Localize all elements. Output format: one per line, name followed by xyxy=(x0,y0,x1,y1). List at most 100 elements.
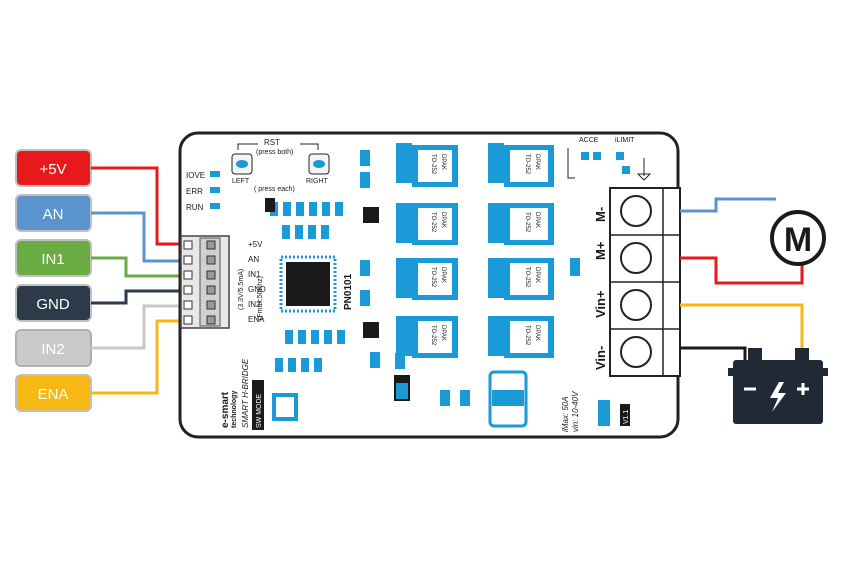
mosfet-marking: TO-252 xyxy=(524,212,530,233)
mosfet-marking: DPAK xyxy=(534,325,540,341)
mosfet: TO-252 DPAK xyxy=(396,258,458,300)
mcu-chip: PN0101 xyxy=(279,255,354,313)
wire-motor-positive xyxy=(680,256,804,285)
terminal-block xyxy=(609,187,681,377)
motor: M xyxy=(770,210,826,266)
wire-an xyxy=(91,211,190,263)
mosfet-marking: TO-252 xyxy=(524,154,530,175)
ilimit-label: iLIMIT xyxy=(615,137,635,144)
mosfet-marking: TO-252 xyxy=(524,267,530,288)
terminal-screw xyxy=(620,289,652,321)
led-label-err: ERR xyxy=(186,187,203,196)
wire-ena xyxy=(91,319,190,395)
rst-instruction: (press both) xyxy=(256,149,293,156)
pin-label-ena: ENA xyxy=(38,386,69,403)
ic-packages xyxy=(265,198,528,428)
battery-icon xyxy=(728,348,828,424)
signal-wires xyxy=(91,166,190,395)
pwm-frequency-note: (Fmax:50Khz) xyxy=(257,276,264,320)
pin-box-in1: IN1 xyxy=(15,239,92,277)
terminal-screw xyxy=(620,336,652,368)
acce-label: ACCE xyxy=(579,137,599,144)
mosfet-marking: DPAK xyxy=(440,325,446,341)
motor-label: M xyxy=(784,221,812,259)
mosfet: TO-252 DPAK xyxy=(396,143,458,187)
mosfet: TO-252 DPAK xyxy=(488,203,554,245)
wire-gnd xyxy=(91,289,190,305)
wire-motor-negative xyxy=(680,197,776,213)
led-run xyxy=(210,203,220,209)
left-button-label: LEFT xyxy=(232,178,250,185)
wire-5v xyxy=(91,166,190,246)
header-label-ena: ENA xyxy=(248,315,265,324)
press-each-label: ( press each) xyxy=(254,186,295,193)
pcb-board: +5V AN IN1 GND IN2 ENA (3.3V/5.5mA) (Fma… xyxy=(178,131,681,439)
pin-box-in2: IN2 xyxy=(15,329,92,367)
mosfet: TO-252 DPAK xyxy=(488,316,554,358)
terminal-labels: M- M+ Vin+ Vin- xyxy=(570,207,608,370)
mosfet-marking: DPAK xyxy=(440,267,446,283)
terminal-screw xyxy=(620,195,652,227)
brand-line-1: e-smart xyxy=(220,391,231,428)
smd-components xyxy=(270,150,470,406)
board-branding: e-smart technology SMART H-BRIDGE SW MOD… xyxy=(220,358,298,430)
header-pin-labels: +5V AN IN1 GND IN2 ENA (3.3V/5.5mA) (Fma… xyxy=(238,240,266,324)
led-iove xyxy=(210,171,220,177)
header-label-an: AN xyxy=(248,255,259,264)
button-area: RST (press both) LEFT RIGHT ( press each… xyxy=(231,138,330,193)
lightning-icon xyxy=(770,382,786,412)
pin-label-5v: +5V xyxy=(39,161,66,178)
spec-max-current: iMax: 50A xyxy=(561,396,570,432)
header-label-in2: IN2 xyxy=(248,300,261,309)
pin-label-in1: IN1 xyxy=(41,251,64,268)
pin-label-group: +5V AN IN1 GND IN2 ENA xyxy=(15,149,92,412)
wire-battery-negative xyxy=(680,346,747,360)
an-voltage-note: (3.3V/5.5mA) xyxy=(238,269,245,310)
wire-in2 xyxy=(91,304,190,350)
header-label-5v: +5V xyxy=(248,240,263,249)
right-button-cap xyxy=(313,160,325,168)
pin-box-an: AN xyxy=(15,194,92,232)
power-wires xyxy=(680,197,804,360)
mosfet-array: TO-252 DPAK TO-252 DPAK TO-252 DPAK xyxy=(396,143,554,358)
header-label-in1: IN1 xyxy=(248,270,261,279)
pin-box-5v: +5V xyxy=(15,149,92,187)
pin-box-gnd: GND xyxy=(15,284,92,322)
mosfet-marking: TO-252 xyxy=(430,325,436,346)
product-name: SMART H-BRIDGE xyxy=(241,358,250,428)
pin-label-an: AN xyxy=(43,206,64,223)
left-button-cap xyxy=(236,160,248,168)
header-connector xyxy=(180,235,230,329)
mosfet-marking: TO-252 xyxy=(524,325,530,346)
wire-in1 xyxy=(91,256,190,278)
mosfet: TO-252 DPAK xyxy=(396,203,458,245)
wire-battery-positive xyxy=(680,303,804,360)
mcu-marking: PN0101 xyxy=(343,273,354,310)
version-label: V1.1 xyxy=(623,409,630,424)
header-label-gnd: GND xyxy=(248,285,266,294)
spec-voltage-range: vin: 10-40V xyxy=(571,391,580,432)
mosfet-marking: TO-252 xyxy=(430,267,436,288)
mosfet-marking: DPAK xyxy=(534,212,540,228)
right-button-label: RIGHT xyxy=(306,178,329,185)
led-label-run: RUN xyxy=(186,203,204,212)
mosfet-marking: DPAK xyxy=(534,154,540,170)
brand-line-2: technology xyxy=(231,391,238,428)
mosfet: TO-252 DPAK xyxy=(488,258,554,300)
mosfet-marking: TO-252 xyxy=(430,212,436,233)
mosfet-marking: DPAK xyxy=(440,212,446,228)
terminal-label-vin-minus: Vin- xyxy=(593,346,608,370)
mosfet: TO-252 DPAK xyxy=(488,143,554,187)
mosfet-marking: DPAK xyxy=(534,267,540,283)
led-label-iove: IOVE xyxy=(186,171,205,180)
pin-box-ena: ENA xyxy=(15,374,92,412)
mosfet-marking: TO-252 xyxy=(430,154,436,175)
rst-label: RST xyxy=(264,138,280,147)
config-area: ACCE iLIMIT xyxy=(567,137,652,181)
mosfet-marking: DPAK xyxy=(440,154,446,170)
sw-mode-label: SW MODE xyxy=(256,393,263,428)
pin-label-gnd: GND xyxy=(36,296,70,313)
led-err xyxy=(210,187,220,193)
board-specs: iMax: 50A vin: 10-40V V1.1 xyxy=(561,391,630,432)
